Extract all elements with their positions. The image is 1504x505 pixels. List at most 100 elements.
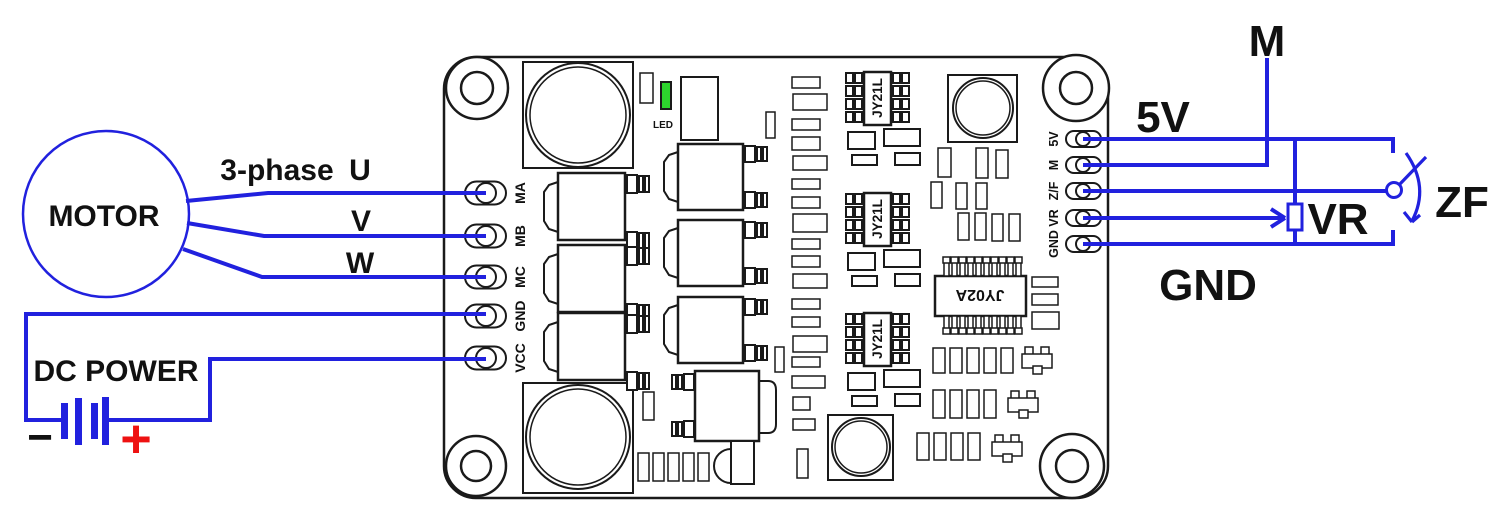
smd-passive <box>1008 213 1021 242</box>
mosfet-group <box>543 142 768 391</box>
smd-passive <box>932 389 946 419</box>
motor-label: MOTOR <box>48 200 159 233</box>
mosfet-tab <box>663 226 679 280</box>
wire-5v-rail <box>1083 137 1395 153</box>
smd-passive <box>883 249 921 268</box>
pin <box>901 219 910 231</box>
pin <box>892 206 901 218</box>
smd-passive <box>966 389 980 419</box>
capacitor-top-right <box>947 74 1018 143</box>
pin <box>845 72 854 84</box>
main-ic-label: JY02A <box>955 286 1004 303</box>
external-5v-label: 5V <box>1136 93 1190 142</box>
pin <box>901 98 910 110</box>
pin <box>901 326 910 338</box>
ic-pin <box>942 327 951 335</box>
pin <box>845 326 854 338</box>
mosfet-body <box>676 218 745 288</box>
switch-lever <box>1397 155 1428 187</box>
pin <box>756 268 762 284</box>
pin <box>901 232 910 244</box>
mosfet-package <box>543 243 650 323</box>
switch-toggle-arc <box>1402 152 1422 224</box>
smd-passive <box>1000 347 1014 374</box>
driver-ic-jy21l: JY21L <box>845 70 921 166</box>
pin <box>762 146 768 162</box>
battery-plate <box>61 403 68 439</box>
smd-passive <box>932 347 946 374</box>
smd-passive <box>851 275 878 287</box>
zf-switch <box>1385 152 1428 224</box>
pin <box>644 232 650 250</box>
capacitor-top-left <box>522 61 634 169</box>
driver-ic-jy21l: JY21L <box>845 311 921 407</box>
pin <box>756 345 762 361</box>
pin <box>744 221 756 239</box>
potentiometer-body <box>1286 202 1304 232</box>
pin <box>892 232 901 244</box>
pin <box>626 371 638 391</box>
mosfet-package <box>543 171 650 251</box>
pin <box>845 232 854 244</box>
smd-passive <box>791 238 821 250</box>
smd-passive <box>933 432 947 461</box>
smd-passive <box>791 316 821 328</box>
smd-passive <box>642 391 655 421</box>
pin <box>901 85 910 97</box>
smd-passive <box>637 452 650 482</box>
smd-passive <box>894 393 921 407</box>
pin <box>901 339 910 351</box>
motor-circle <box>21 129 191 299</box>
pin <box>638 175 644 193</box>
smd-passive <box>796 448 809 479</box>
pin <box>901 352 910 364</box>
capacitor-bottom-middle <box>827 414 894 481</box>
smd-passive <box>955 182 968 210</box>
pin <box>854 193 863 205</box>
pin <box>638 247 644 265</box>
smd-passive <box>937 147 952 178</box>
smd-passive <box>1031 293 1059 306</box>
pin <box>845 339 854 351</box>
battery-plus-label: + <box>120 409 152 469</box>
external-zf-label: ZF <box>1435 178 1489 227</box>
ic-pin <box>974 327 983 335</box>
smd-passive <box>983 347 997 374</box>
pad-label: VCC <box>512 343 528 373</box>
smd-passive <box>974 212 987 241</box>
smd-passive <box>792 213 828 233</box>
smd-passive <box>975 182 988 210</box>
smd-passive <box>851 395 878 407</box>
smd-passive <box>847 131 876 150</box>
wire-vr-wiper <box>1083 207 1287 229</box>
pin <box>756 299 762 315</box>
wire-m-signal <box>1083 58 1269 167</box>
pad-label: Z/F <box>1047 181 1061 200</box>
pin <box>845 193 854 205</box>
switch-pole <box>1385 181 1403 199</box>
smd-passive <box>652 452 665 482</box>
mosfet-body <box>676 142 745 212</box>
smd-passive <box>792 396 811 411</box>
pin <box>845 352 854 364</box>
pin <box>762 222 768 238</box>
battery-plate <box>102 397 109 445</box>
driver-ic-body <box>862 311 893 368</box>
ic-pin <box>942 256 951 264</box>
smd-passive <box>894 273 921 287</box>
smd-passive <box>791 76 821 89</box>
pin <box>854 111 863 123</box>
pin <box>892 85 901 97</box>
phase-w-label: W <box>346 247 375 280</box>
pin <box>644 175 650 193</box>
smd-passive <box>883 369 921 388</box>
mosfet-tab <box>543 180 559 234</box>
smd-passives-group <box>637 72 1060 482</box>
mounting-hole-top-left <box>444 55 510 121</box>
ic-pin <box>1006 256 1015 264</box>
status-led <box>660 81 672 110</box>
ic-pin <box>974 256 983 264</box>
pin <box>626 174 638 194</box>
pin <box>892 326 901 338</box>
